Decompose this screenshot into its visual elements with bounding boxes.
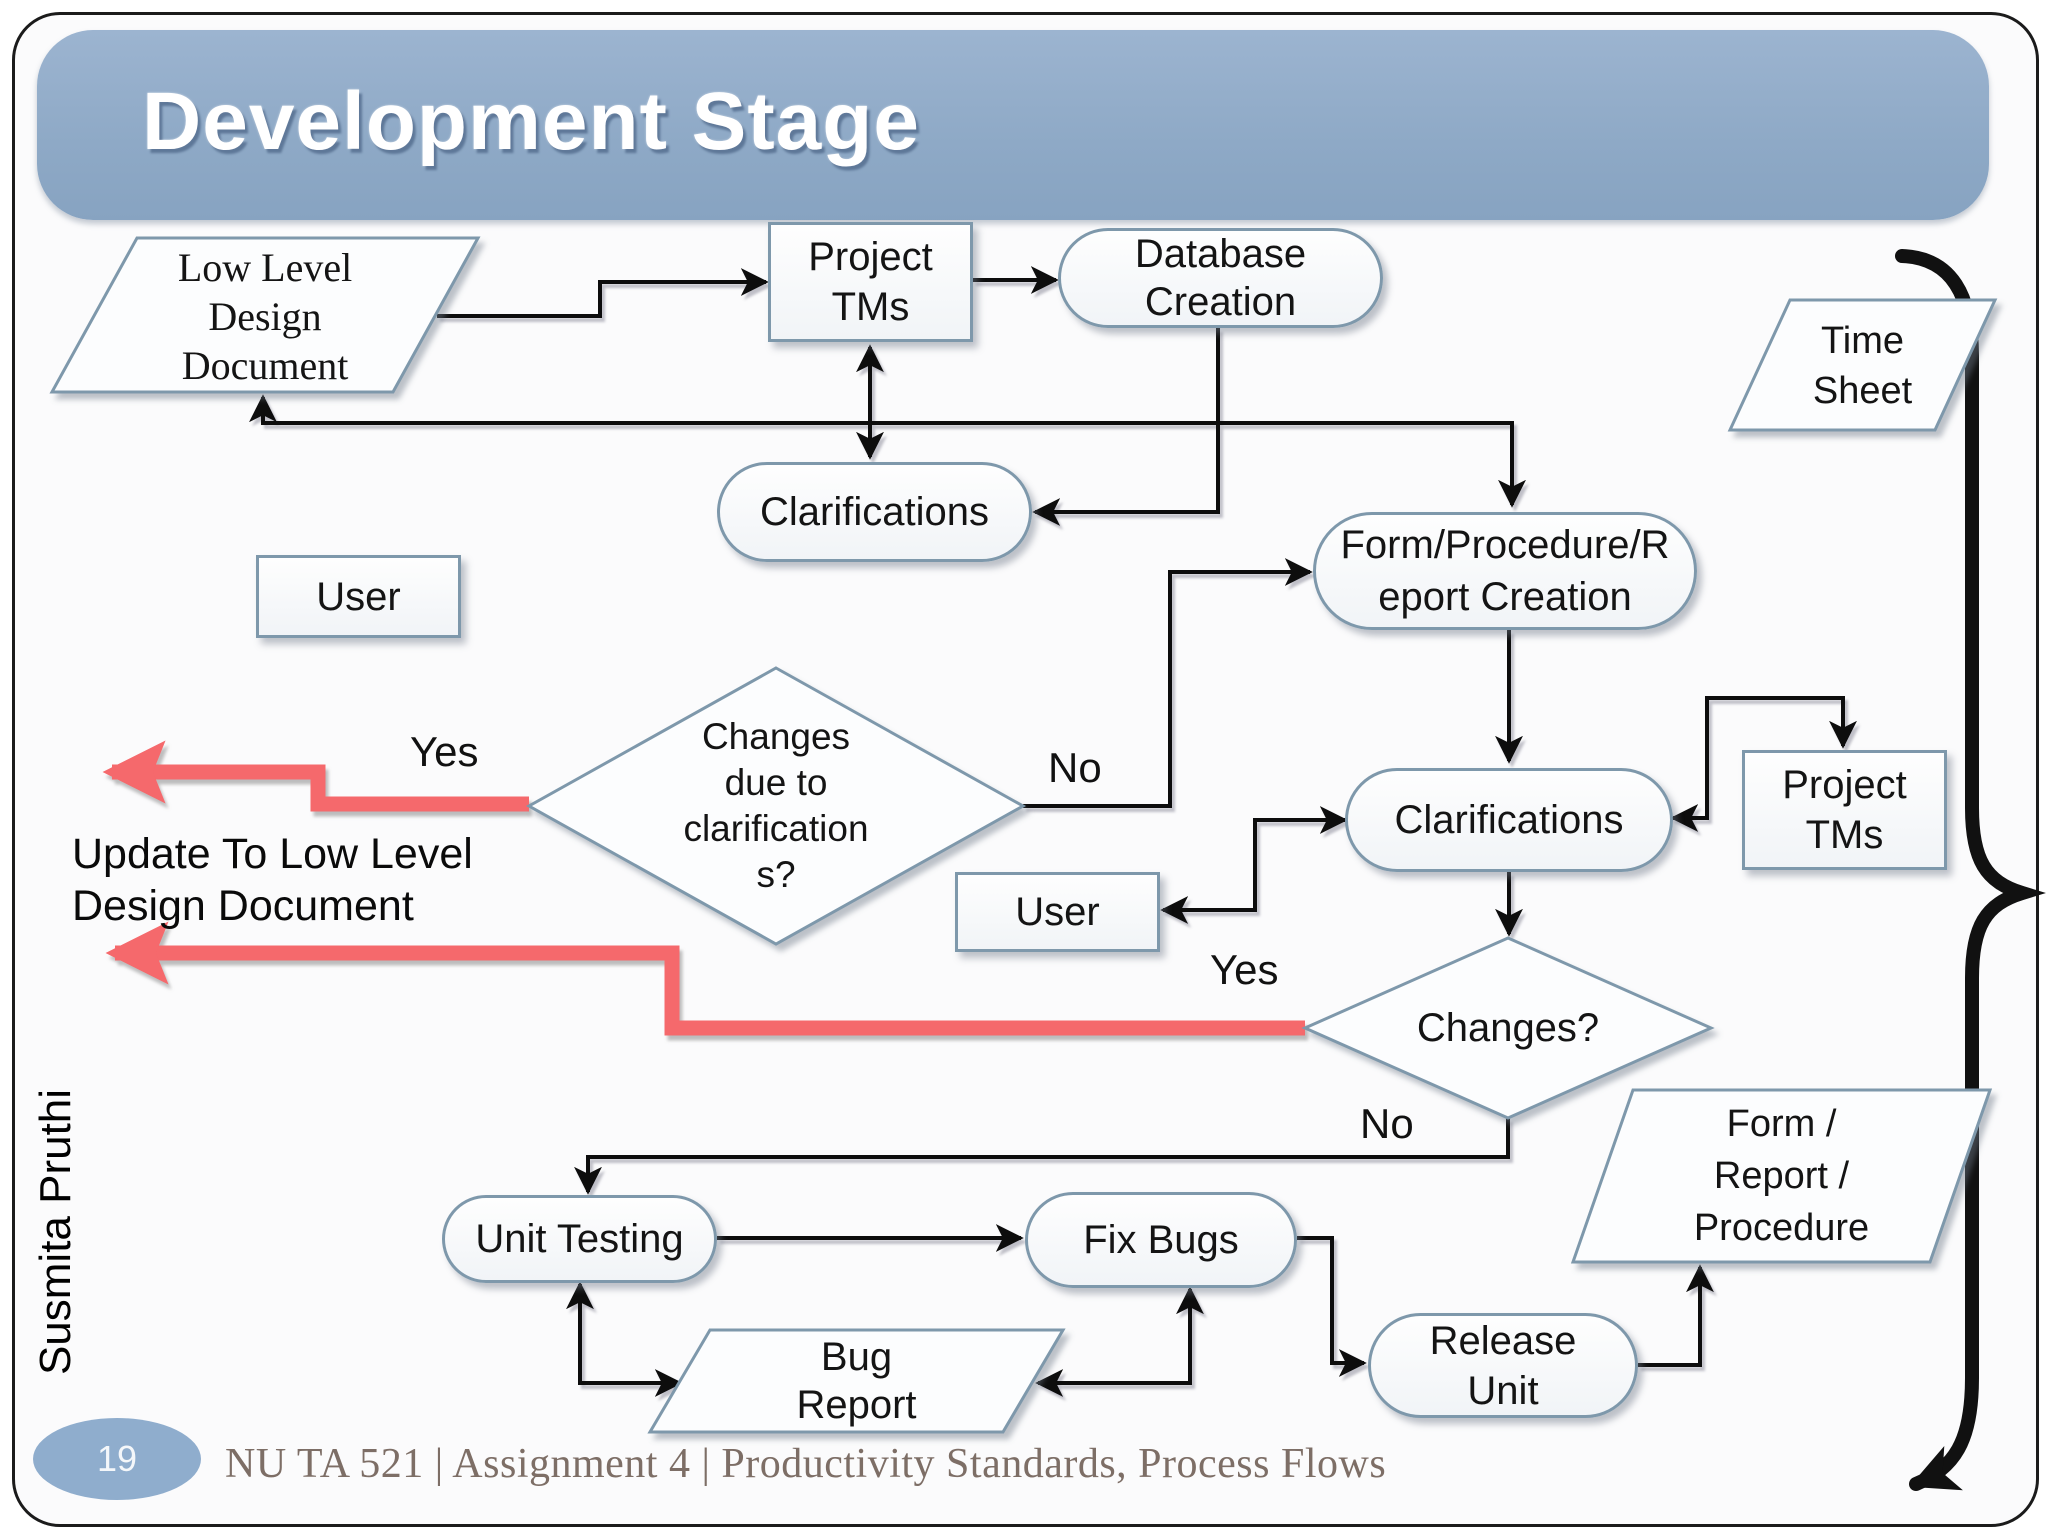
node-label: TMs [831,285,910,329]
curly-brace [1895,249,2046,1491]
node-project-tms-top: Project TMs [768,222,973,342]
node-release-unit: Release Unit [1368,1313,1638,1418]
node-unit-testing: Unit Testing [442,1195,717,1283]
edge-label-no-bottom: No [1360,1100,1414,1147]
edge-changes-no-to-unittesting [574,1118,1510,1195]
node-fix-bugs: Fix Bugs [1025,1192,1297,1288]
node-shape-low-level-design-document [49,236,481,394]
node-project-tms-right: Project TMs [1742,750,1947,870]
node-label: Creation [1144,280,1297,324]
node-label: Form/Procedure/R [1340,523,1670,567]
node-label: Project [1782,763,1907,807]
author-name: Susmita Pruthi [31,1088,80,1376]
page-number: 19 [96,1438,138,1479]
node-label: Project [808,235,933,279]
node-user-right: User [955,872,1160,952]
edge-clarifications2-projecttms2-twoway [1670,696,1857,832]
update-annotation-line2: Design Document [72,882,414,930]
title-bar: Development Stage [37,30,1989,220]
node-shape-form-report-procedure [1570,1088,1993,1264]
edge-label-no-top: No [1048,744,1102,791]
page-number-badge: 19 [33,1418,201,1500]
node-database-creation: Database Creation [1058,228,1383,328]
edge-clarifications2-user2-twoway [1160,806,1348,924]
node-label: Release [1429,1318,1577,1363]
edge-label-yes-bottom: Yes [1210,946,1279,993]
node-shape-changes [1301,936,1715,1120]
node-label: User [316,574,401,619]
node-label: Unit Testing [475,1217,684,1261]
edge-fixbugs-bugreport-twoway [1035,1286,1204,1397]
node-label: eport Creation [1378,575,1632,619]
edge-database-to-clarifications [1032,328,1220,526]
node-label: Fix Bugs [1083,1218,1239,1262]
node-form-procedure-report-creation: Form/Procedure/R eport Creation [1313,512,1697,630]
page-title: Development Stage [142,76,920,167]
node-label: Clarifications [1394,798,1624,842]
edge-fixbugs-to-releaseunit [1297,1236,1367,1377]
red-arrow-update-1 [102,740,529,812]
edge-releaseunit-to-frp [1638,1264,1714,1367]
edge-unittesting-bugreport-twoway [566,1281,683,1397]
red-arrow-update-2 [105,921,1305,1036]
update-annotation-line1: Update To Low Level [72,830,473,878]
footer-text: NU TA 521 | Assignment 4 | Productivity … [225,1441,1387,1487]
node-shape-time-sheet [1727,298,1998,432]
node-clarifications-right: Clarifications [1345,768,1673,872]
node-label: TMs [1805,813,1884,857]
node-label: Database [1134,232,1307,276]
edge-lldd-to-projecttms [437,268,769,318]
edge-label-yes-top: Yes [410,728,479,775]
update-annotation: Update To Low Level Design Document [72,828,473,932]
node-label: Unit [1467,1368,1539,1413]
node-shape-changes-due-to-clarifications [525,666,1027,946]
node-label: Clarifications [760,490,989,534]
node-label: User [1015,890,1100,934]
node-clarifications-left: Clarifications [717,462,1032,562]
node-user-left: User [256,555,461,638]
edge-diamond1-no-to-fpr [1023,558,1313,808]
edge-return-to-lldd-and-fpr [249,394,1526,508]
node-shape-bug-report [647,1328,1066,1434]
